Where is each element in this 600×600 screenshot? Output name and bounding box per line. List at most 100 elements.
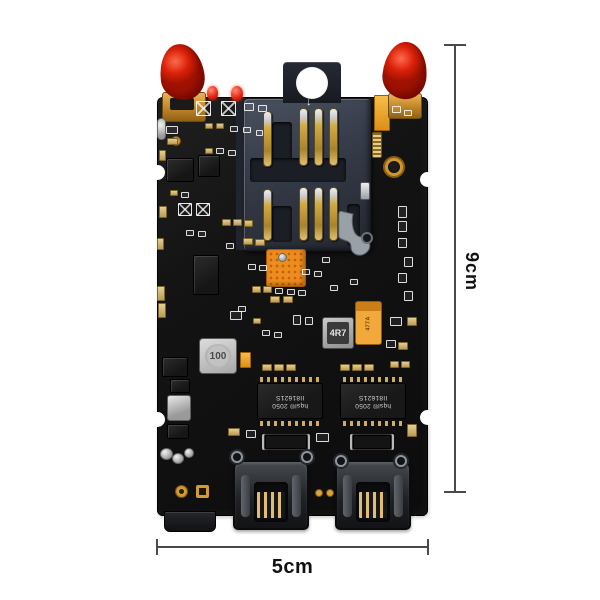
sim-contact-pin	[314, 187, 323, 241]
edge-notch	[150, 412, 165, 427]
passive-component	[221, 101, 236, 116]
passive-component	[274, 364, 284, 371]
gold-via	[315, 489, 323, 497]
sim-contact-pin	[314, 108, 323, 166]
transformer-lot: II81621S	[358, 394, 388, 401]
passive-component	[255, 239, 265, 246]
passive-component	[228, 150, 236, 156]
passive-component	[352, 364, 362, 371]
passive-component	[275, 288, 283, 294]
screw-hole	[395, 455, 407, 467]
passive-component	[216, 123, 224, 129]
passive-component	[233, 219, 242, 226]
dimension-cap	[427, 539, 429, 555]
chip-pins	[260, 377, 320, 382]
down-arrow-icon: ↓	[306, 96, 312, 108]
passive-component	[196, 101, 211, 116]
component-block	[352, 434, 392, 450]
passive-component	[248, 264, 256, 270]
passive-component	[216, 148, 224, 154]
dimension-line-width	[157, 546, 428, 548]
capacitor-electrolytic	[167, 395, 191, 421]
passive-component	[262, 364, 272, 371]
hang-tab-hole	[296, 67, 328, 99]
sim-contact-pin	[299, 187, 308, 241]
passive-component	[302, 269, 310, 275]
passive-component	[159, 206, 167, 218]
passive-component	[404, 291, 413, 301]
passive-component	[274, 332, 282, 338]
passive-component	[198, 231, 206, 237]
ic-chip	[198, 155, 220, 177]
passive-component	[259, 265, 267, 271]
passive-component	[322, 257, 330, 263]
passive-component	[314, 271, 322, 277]
edge-notch	[420, 410, 435, 425]
antenna-cap-right	[380, 39, 430, 102]
passive-component	[196, 203, 210, 216]
chip-pins	[343, 421, 403, 426]
solder-wire	[157, 118, 166, 140]
ic-chip	[167, 424, 189, 439]
solder-blob	[172, 453, 184, 464]
passive-component	[298, 290, 306, 296]
chip-pins	[343, 377, 403, 382]
width-label: 5cm	[271, 556, 314, 578]
inductor-coil	[372, 132, 382, 158]
sma-slot-left	[170, 98, 194, 110]
passive-component	[386, 340, 396, 348]
jack-latch	[241, 475, 250, 517]
status-led	[207, 86, 218, 100]
ic-chip	[162, 357, 188, 377]
tantalum-capacitor: 477A	[355, 301, 382, 345]
passive-component	[390, 361, 399, 368]
passive-component	[240, 352, 251, 368]
passive-component	[243, 127, 251, 133]
passive-component	[205, 148, 213, 154]
jack-latch	[292, 475, 301, 517]
passive-component	[258, 105, 267, 112]
transformer-lot: II81621S	[275, 394, 305, 401]
transformer-chip: hqsl® 2050 II81621S	[257, 383, 323, 419]
sim-holder-edge	[236, 100, 246, 250]
passive-component	[340, 364, 350, 371]
passive-component	[407, 424, 417, 437]
passive-component	[305, 317, 313, 325]
passive-component	[246, 430, 256, 438]
passive-component	[228, 428, 240, 436]
passive-component	[226, 243, 234, 249]
passive-component	[398, 273, 407, 283]
component-block	[264, 434, 308, 450]
passive-component	[159, 150, 166, 161]
inductor-100-label: 100	[205, 343, 231, 369]
passive-component	[252, 286, 261, 293]
inductor-4r7-label: 4R7	[326, 321, 350, 345]
screw-hole	[335, 455, 347, 467]
dimension-cap	[156, 539, 158, 555]
sim-lever-pivot	[361, 232, 373, 244]
edge-notch	[420, 172, 435, 187]
passive-component	[157, 286, 165, 301]
sim-slot-recess	[272, 206, 292, 242]
sim-contact-pin	[299, 108, 308, 166]
passive-component	[404, 257, 413, 267]
jack-latch	[394, 475, 403, 517]
height-label: 9cm	[462, 252, 482, 292]
passive-component	[407, 317, 417, 326]
dimension-cap	[444, 491, 466, 493]
passive-component	[263, 286, 272, 293]
sim-contact-pin	[263, 111, 272, 167]
passive-component	[243, 238, 253, 245]
screw-hole	[231, 451, 243, 463]
gold-pad-square	[196, 485, 209, 498]
passive-component	[170, 190, 178, 196]
tantalum-label: 477A	[365, 315, 372, 331]
chip-pins	[260, 421, 320, 426]
ic-chip-soic8	[193, 255, 219, 295]
gold-via	[326, 489, 334, 497]
passive-component	[256, 130, 263, 136]
sim-contact-pin	[329, 108, 338, 166]
passive-component	[293, 315, 301, 325]
passive-component	[157, 238, 164, 250]
passive-component	[283, 296, 293, 303]
